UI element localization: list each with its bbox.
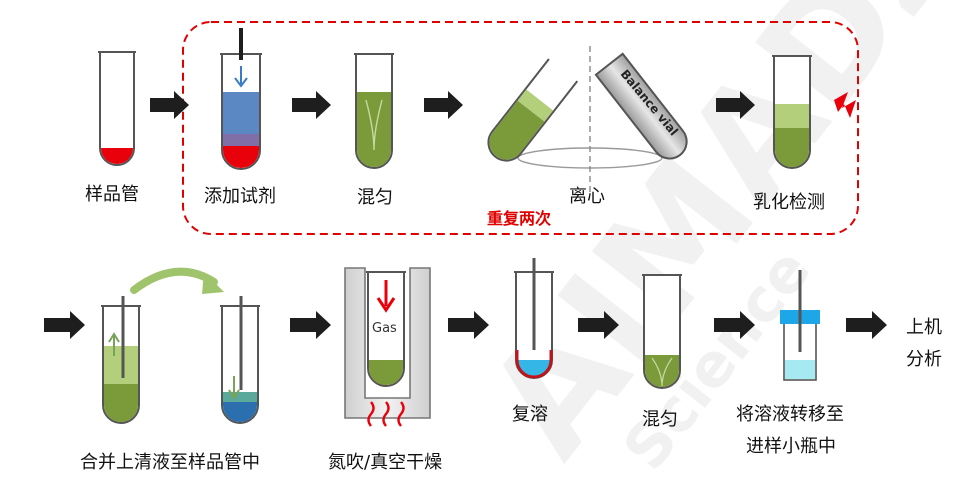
workflow-diagram: AIMADZ Science: [44, 0, 968, 487]
arrow-icon: [44, 311, 85, 339]
injection-vial: [780, 270, 820, 381]
arrow-head-icon: [202, 272, 224, 294]
mix-tube-1: [354, 53, 394, 169]
label-add-reagent: 添加试剂: [204, 186, 276, 207]
label-emulsion-check: 乳化检测: [753, 192, 825, 213]
repeat-note: 重复两次: [487, 209, 552, 228]
label-dry: 氮吹/真空干燥: [328, 452, 443, 473]
label-sample-tube: 样品管: [85, 184, 139, 205]
drying-apparatus: Gas: [344, 267, 431, 427]
transfer-curve-arrow: [130, 267, 218, 294]
centrifuge: Balance vial: [487, 46, 688, 195]
supernatant-source-tube: [101, 296, 141, 424]
lightning-icon: [834, 92, 856, 118]
arrow-icon: [292, 91, 331, 119]
reagent-tube: [220, 28, 262, 170]
arrow-icon: [150, 91, 189, 119]
arrow-icon: [716, 91, 755, 119]
label-centrifuge: 离心: [569, 186, 605, 207]
label-mix-1: 混匀: [357, 187, 393, 208]
emulsion-check-tube: [772, 55, 856, 169]
sample-tube: [98, 51, 136, 166]
supernatant-target-tube: [220, 296, 260, 424]
gas-label: Gas: [372, 321, 397, 336]
arrow-icon: [448, 311, 489, 339]
arrow-icon: [290, 311, 331, 339]
label-redissolve: 复溶: [512, 404, 548, 425]
heat-icon: [367, 401, 405, 427]
label-analysis-line1: 上机: [906, 317, 942, 338]
mix-tube-2: [642, 274, 682, 389]
label-combine-supernatant: 合并上清液至样品管中: [80, 452, 260, 473]
redissolve-tube: [514, 258, 554, 379]
arrow-icon: [714, 311, 755, 339]
repeat-region-box: [182, 21, 859, 235]
label-transfer-line1: 将溶液转移至: [736, 404, 844, 425]
arrow-icon: [846, 311, 887, 339]
arrow-icon: [424, 91, 463, 119]
arrow-icon: [578, 311, 619, 339]
label-mix-2: 混匀: [642, 409, 678, 430]
label-transfer-line2: 进样小瓶中: [746, 436, 836, 457]
label-analysis-line2: 分析: [906, 349, 942, 370]
